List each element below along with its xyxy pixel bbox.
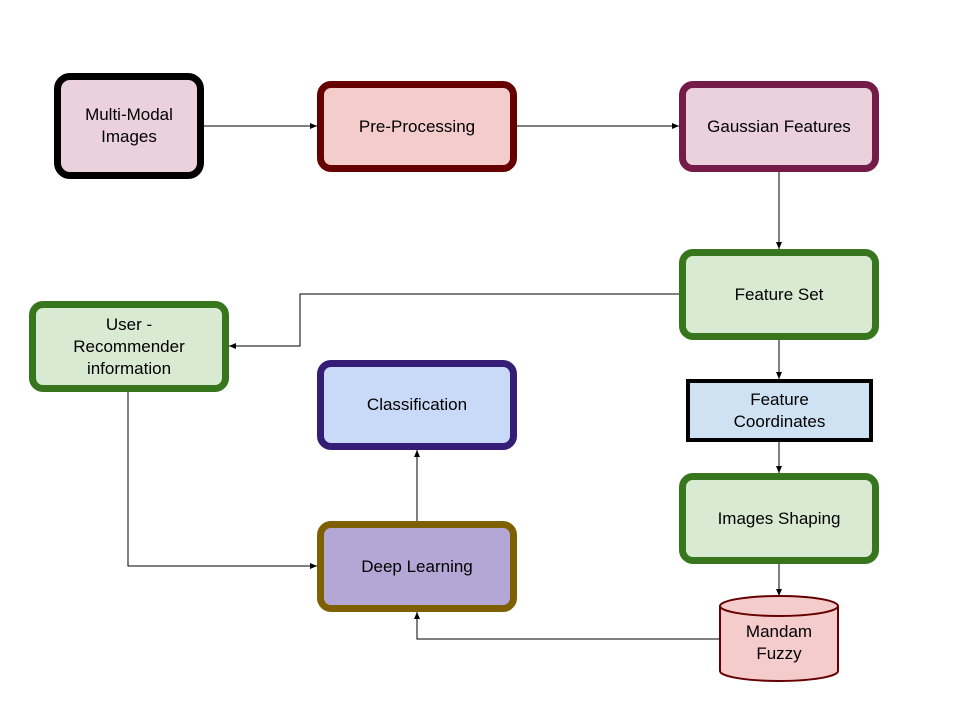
edge-mandam-to-deeplearning <box>414 612 719 640</box>
edge-featureset-to-user <box>229 293 679 349</box>
gaussian-features-label: Gaussian Features <box>707 116 851 136</box>
deep-learning-node[interactable]: Deep Learning <box>317 521 517 612</box>
edge-user-to-deeplearning <box>127 392 317 569</box>
user-recommender-node[interactable]: User - Recommender information <box>29 301 229 392</box>
feature-set-node[interactable]: Feature Set <box>679 249 879 340</box>
images-shaping-node[interactable]: Images Shaping <box>679 473 879 564</box>
mandam-fuzzy-node[interactable]: Mandam Fuzzy <box>719 612 839 674</box>
feature-coordinates-label: Feature Coordinates <box>733 389 826 431</box>
classification-label: Classification <box>366 395 468 414</box>
mandam-fuzzy-cylinder <box>719 595 839 682</box>
images-shaping-label: Images Shaping <box>717 508 841 528</box>
pre-processing-node[interactable]: Pre-Processing <box>317 81 517 172</box>
multi-modal-images-node[interactable]: Multi-Modal Images <box>54 73 204 179</box>
user-recommender-label: User - Recommender information <box>73 314 185 378</box>
deep-learning-label: Deep Learning <box>361 556 473 576</box>
feature-set-label: Feature Set <box>734 284 824 304</box>
classification-node[interactable]: Classification <box>317 360 517 450</box>
mandam-fuzzy-label: Mandam Fuzzy <box>745 622 813 663</box>
multi-modal-images-label: Multi-Modal Images <box>85 105 173 146</box>
feature-coordinates-node[interactable]: Feature Coordinates <box>686 379 873 442</box>
gaussian-features-node[interactable]: Gaussian Features <box>679 81 879 172</box>
pre-processing-label: Pre-Processing <box>358 116 476 136</box>
